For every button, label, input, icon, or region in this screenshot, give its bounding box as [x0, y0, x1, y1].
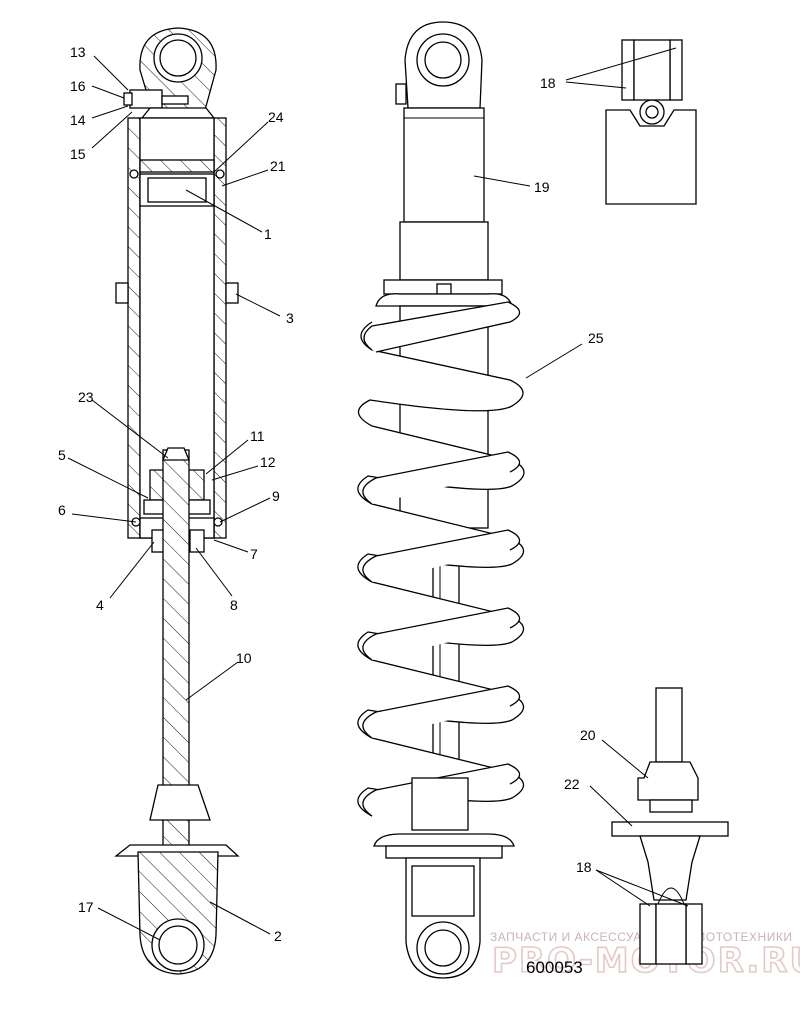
- assembled-top-eye-inner: [424, 41, 462, 79]
- callout-25: 25: [588, 330, 604, 346]
- callout-6: 6: [58, 502, 66, 518]
- callout-9: 9: [272, 488, 280, 504]
- top-mount-detail: [605, 39, 697, 205]
- assembled-top-spring-cup: [375, 293, 513, 307]
- callout-labels: 13 16 14 15 24 21 1 3 23 11 5 12 6 9 7 4…: [58, 44, 604, 944]
- assembled-valve: [395, 83, 407, 105]
- detail-bushing-left: [639, 903, 657, 965]
- assembled-top-seat-tab: [436, 283, 452, 295]
- detail-clevis: [639, 835, 701, 901]
- bump-stop: [149, 784, 211, 821]
- callout-7: 7: [250, 546, 258, 562]
- assembled-body-lower: [399, 221, 489, 281]
- collar-right: [225, 282, 239, 304]
- assembled-bump-stop: [411, 777, 469, 831]
- detail-bushing-right: [685, 903, 703, 965]
- assembled-shock-view: [357, 21, 525, 979]
- o-ring-right: [215, 169, 225, 179]
- callout-19: 19: [534, 179, 550, 195]
- callout-17: 17: [78, 899, 94, 915]
- assembled-lower-seat: [373, 833, 515, 847]
- assembled-lower-seat-ring: [385, 845, 503, 859]
- callout-24: 24: [268, 109, 284, 125]
- callout-10: 10: [236, 650, 252, 666]
- top-eye-bore: [159, 39, 197, 77]
- seal-o-ring-right: [213, 517, 223, 527]
- body-wall-left: [127, 117, 141, 539]
- figure-id: 600053: [526, 958, 583, 977]
- assembled-shaft: [432, 527, 460, 789]
- leader-lines: [67, 47, 689, 941]
- body-wall-right: [213, 117, 227, 539]
- collar-left: [115, 282, 129, 304]
- callout-23: 23: [78, 389, 94, 405]
- cutaway-shock-view: [114, 27, 240, 975]
- body-cap: [140, 107, 216, 119]
- callout-16: 16: [70, 78, 86, 94]
- floating-piston-inner: [147, 177, 207, 203]
- shaft-tip: [162, 447, 190, 461]
- callout-12: 12: [260, 454, 276, 470]
- callout-18-bottom: 18: [576, 859, 592, 875]
- valve-body: [129, 89, 163, 109]
- detail-body: [605, 109, 697, 205]
- detail-bump-stop: [637, 761, 699, 801]
- detail-eye-left: [621, 39, 635, 101]
- valve-stem: [161, 95, 189, 105]
- callout-22: 22: [564, 776, 580, 792]
- callout-14: 14: [70, 112, 86, 128]
- top-cap-section: [139, 159, 215, 173]
- valve-cap: [123, 92, 133, 106]
- callout-18-top: 18: [540, 75, 556, 91]
- detail-shaft: [655, 687, 683, 763]
- callout-3: 3: [286, 310, 294, 326]
- callout-5: 5: [58, 447, 66, 463]
- callout-21: 21: [270, 158, 286, 174]
- callout-2: 2: [274, 928, 282, 944]
- assembled-body-top: [403, 107, 485, 223]
- detail-valve-inner: [645, 105, 659, 119]
- callout-13: 13: [70, 44, 86, 60]
- callout-1: 1: [264, 226, 272, 242]
- callout-20: 20: [580, 727, 596, 743]
- assembled-bottom-eye-window: [411, 865, 475, 917]
- detail-bushing-center: [655, 903, 687, 965]
- detail-washer: [649, 799, 693, 813]
- o-ring-left: [129, 169, 139, 179]
- bottom-mount-detail: [611, 687, 729, 965]
- callout-4: 4: [96, 597, 104, 613]
- callout-15: 15: [70, 146, 86, 162]
- callout-8: 8: [230, 597, 238, 613]
- bottom-eye-bore: [158, 925, 198, 965]
- detail-eye-center: [633, 39, 671, 101]
- assembled-bottom-eye-inner: [424, 929, 462, 967]
- callout-11: 11: [250, 428, 265, 444]
- bearing-right: [189, 529, 205, 553]
